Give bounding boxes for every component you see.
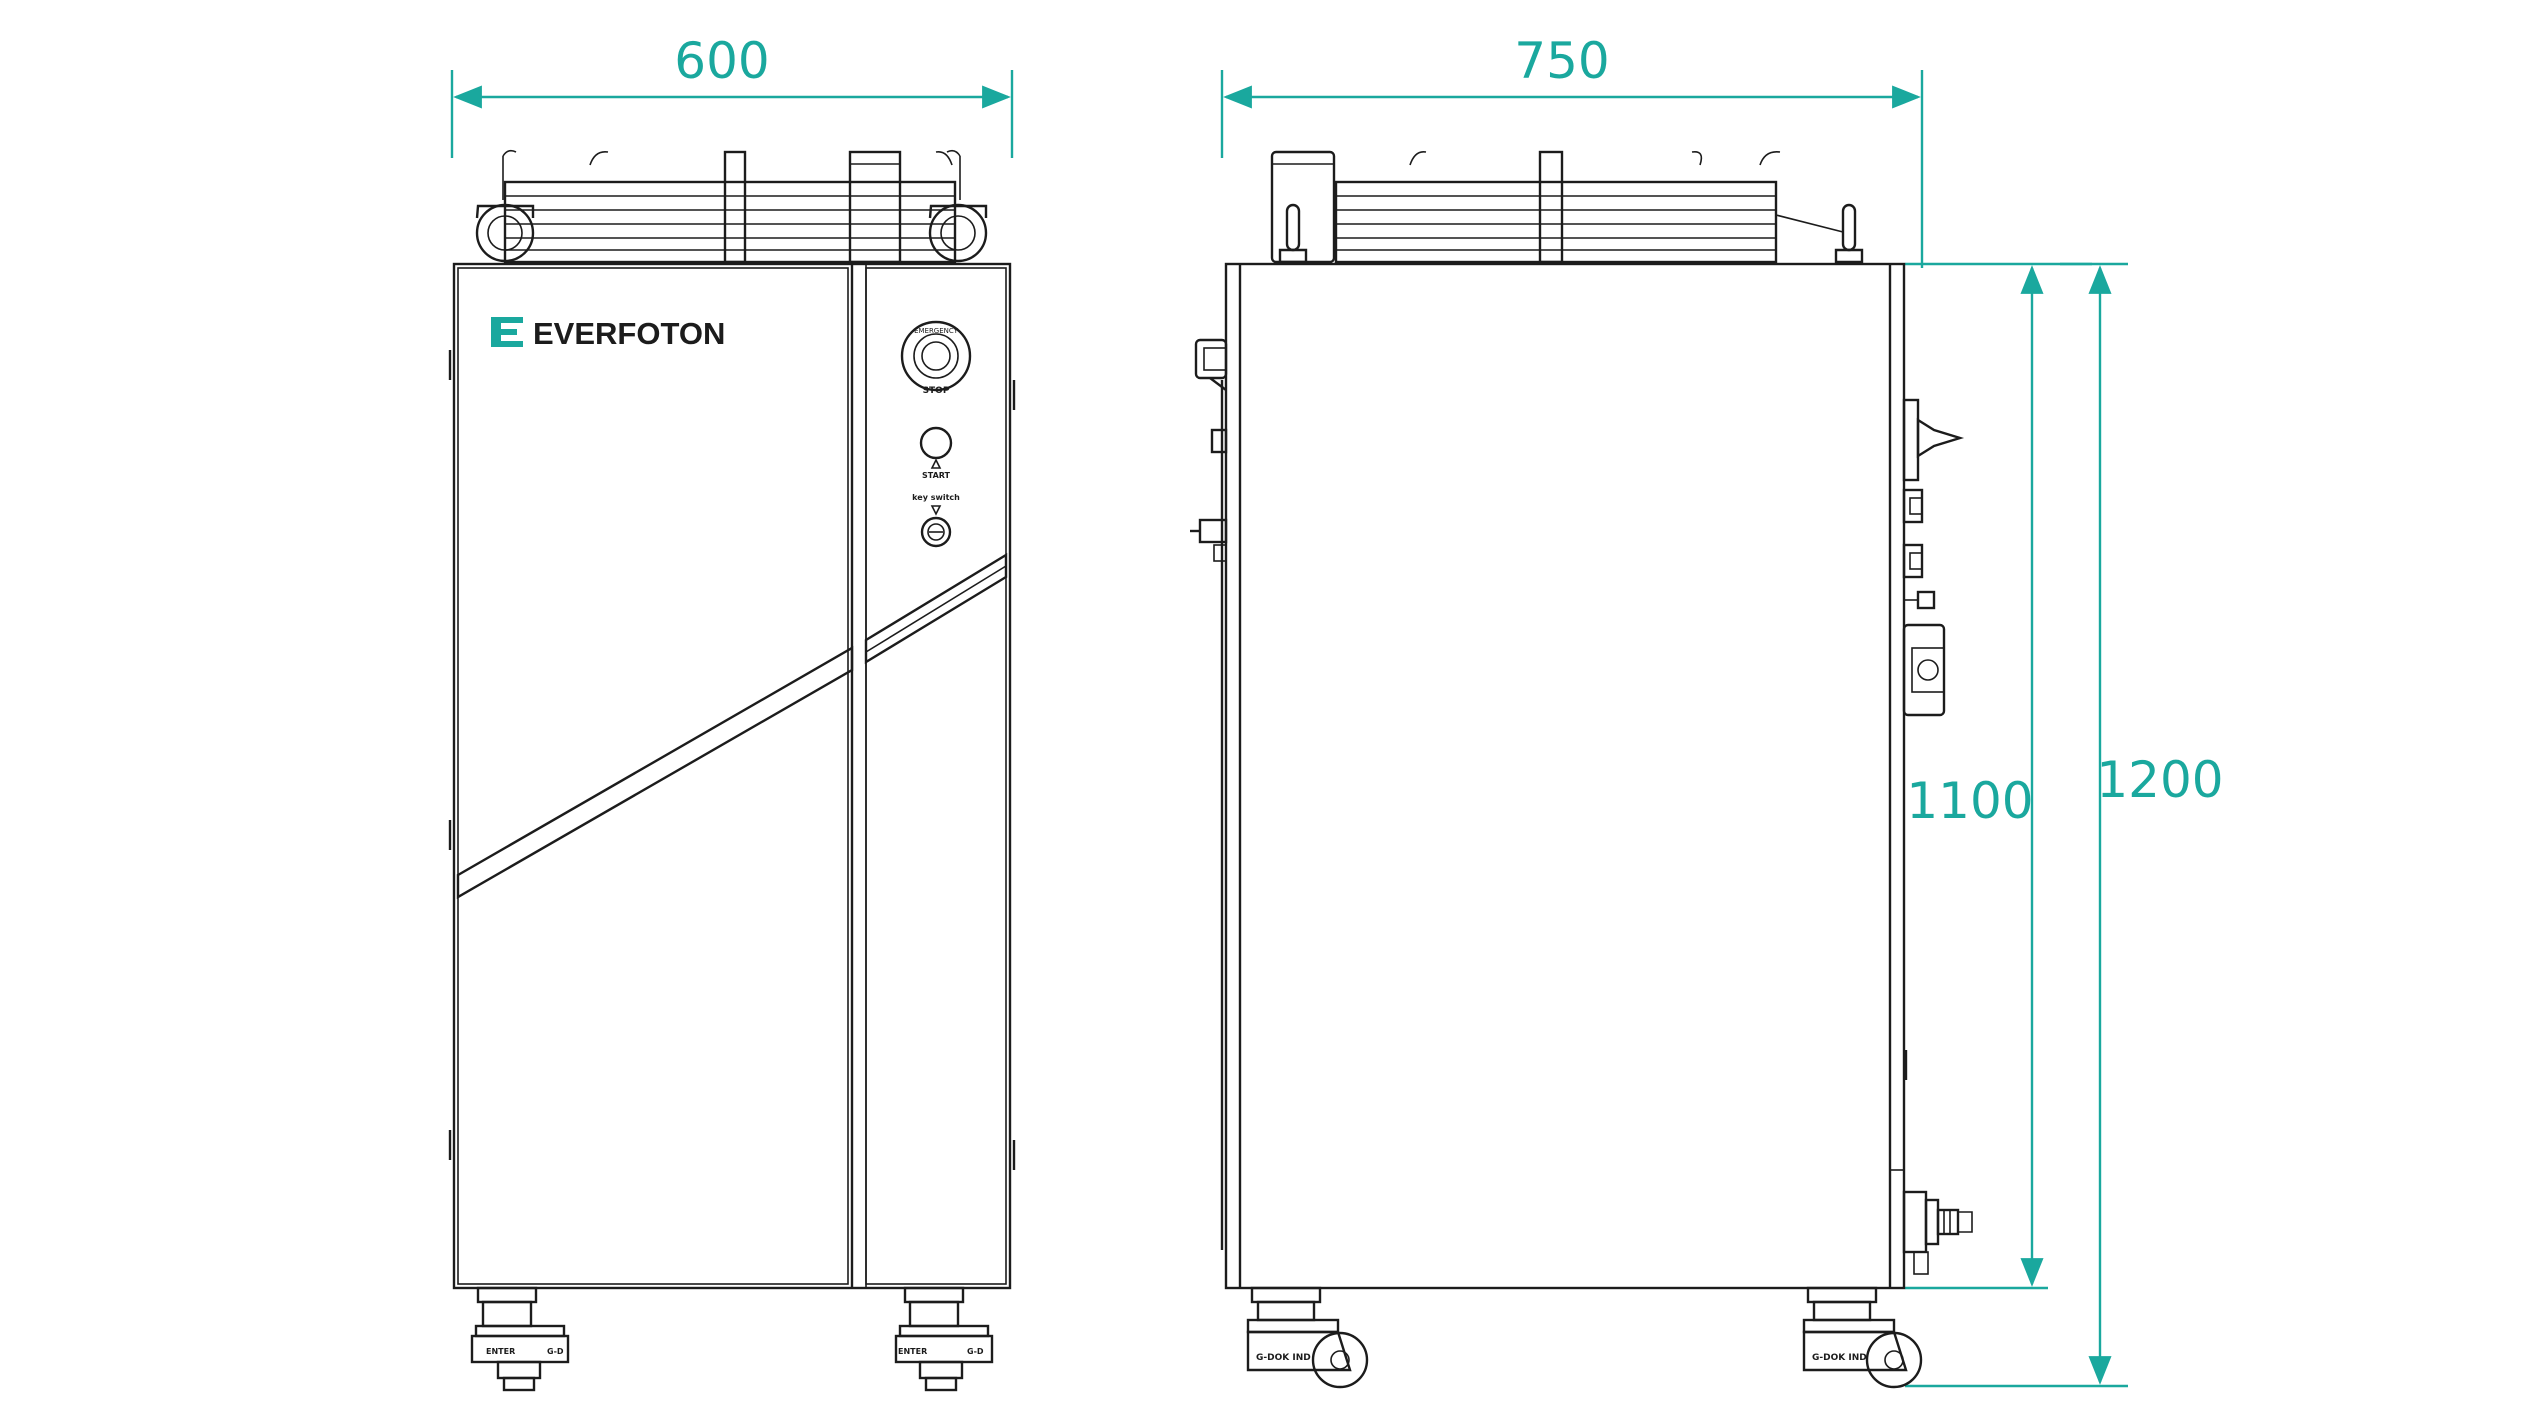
dimension-front-width: 600 bbox=[450, 32, 1014, 158]
start-label: START bbox=[922, 471, 951, 480]
brand-name: EVERFOTON bbox=[533, 316, 725, 351]
dimension-600-label: 600 bbox=[674, 32, 769, 90]
dimension-total-height: 1200 bbox=[1905, 262, 2224, 1388]
front-view: EVERFOTON EMERGENCY STOP START key switc… bbox=[448, 149, 1016, 1392]
front-left-foot: ENTER G-D bbox=[470, 1286, 570, 1392]
side-front-caster: G-DOK IND bbox=[1802, 1286, 1923, 1389]
side-rear-caster: G-DOK IND bbox=[1246, 1286, 1369, 1389]
brand-logo: EVERFOTON bbox=[491, 316, 725, 351]
front-diagonal-stripe bbox=[456, 552, 1008, 900]
front-hinges bbox=[448, 350, 1016, 1170]
start-button: START bbox=[919, 426, 953, 480]
side-top-handle bbox=[1270, 150, 1864, 264]
emergency-stop-button: EMERGENCY STOP bbox=[900, 320, 972, 396]
dimension-750-label: 750 bbox=[1514, 32, 1609, 90]
foot-right-side-label: G-D bbox=[967, 1347, 984, 1356]
logo-e-icon bbox=[491, 317, 523, 347]
side-right-connectors bbox=[1902, 398, 1973, 1275]
emergency-label: EMERGENCY bbox=[914, 327, 959, 335]
dimension-1200-label: 1200 bbox=[2096, 751, 2223, 809]
side-front-caster-label: G-DOK IND bbox=[1812, 1353, 1867, 1363]
key-switch-label: key switch bbox=[912, 493, 960, 502]
side-left-connectors bbox=[1190, 338, 1228, 1250]
dimension-body-height: 1100 bbox=[1905, 262, 2092, 1290]
side-rear-caster-label: G-DOK IND bbox=[1256, 1353, 1311, 1363]
front-right-foot: ENTER G-D bbox=[894, 1286, 994, 1392]
foot-right-label: ENTER bbox=[898, 1347, 927, 1356]
dimension-1100-label: 1100 bbox=[1906, 772, 2033, 830]
front-top-handle bbox=[475, 149, 988, 264]
front-cabinet-body bbox=[452, 262, 1012, 1290]
stop-label: STOP bbox=[923, 386, 950, 396]
dimension-side-depth: 750 bbox=[1220, 32, 1924, 268]
foot-left-side-label: G-D bbox=[547, 1347, 564, 1356]
key-switch: key switch bbox=[912, 493, 960, 548]
foot-left-label: ENTER bbox=[486, 1347, 515, 1356]
side-view: G-DOK IND G-DOK IND bbox=[1190, 150, 1973, 1389]
side-cabinet-body bbox=[1224, 262, 1906, 1290]
